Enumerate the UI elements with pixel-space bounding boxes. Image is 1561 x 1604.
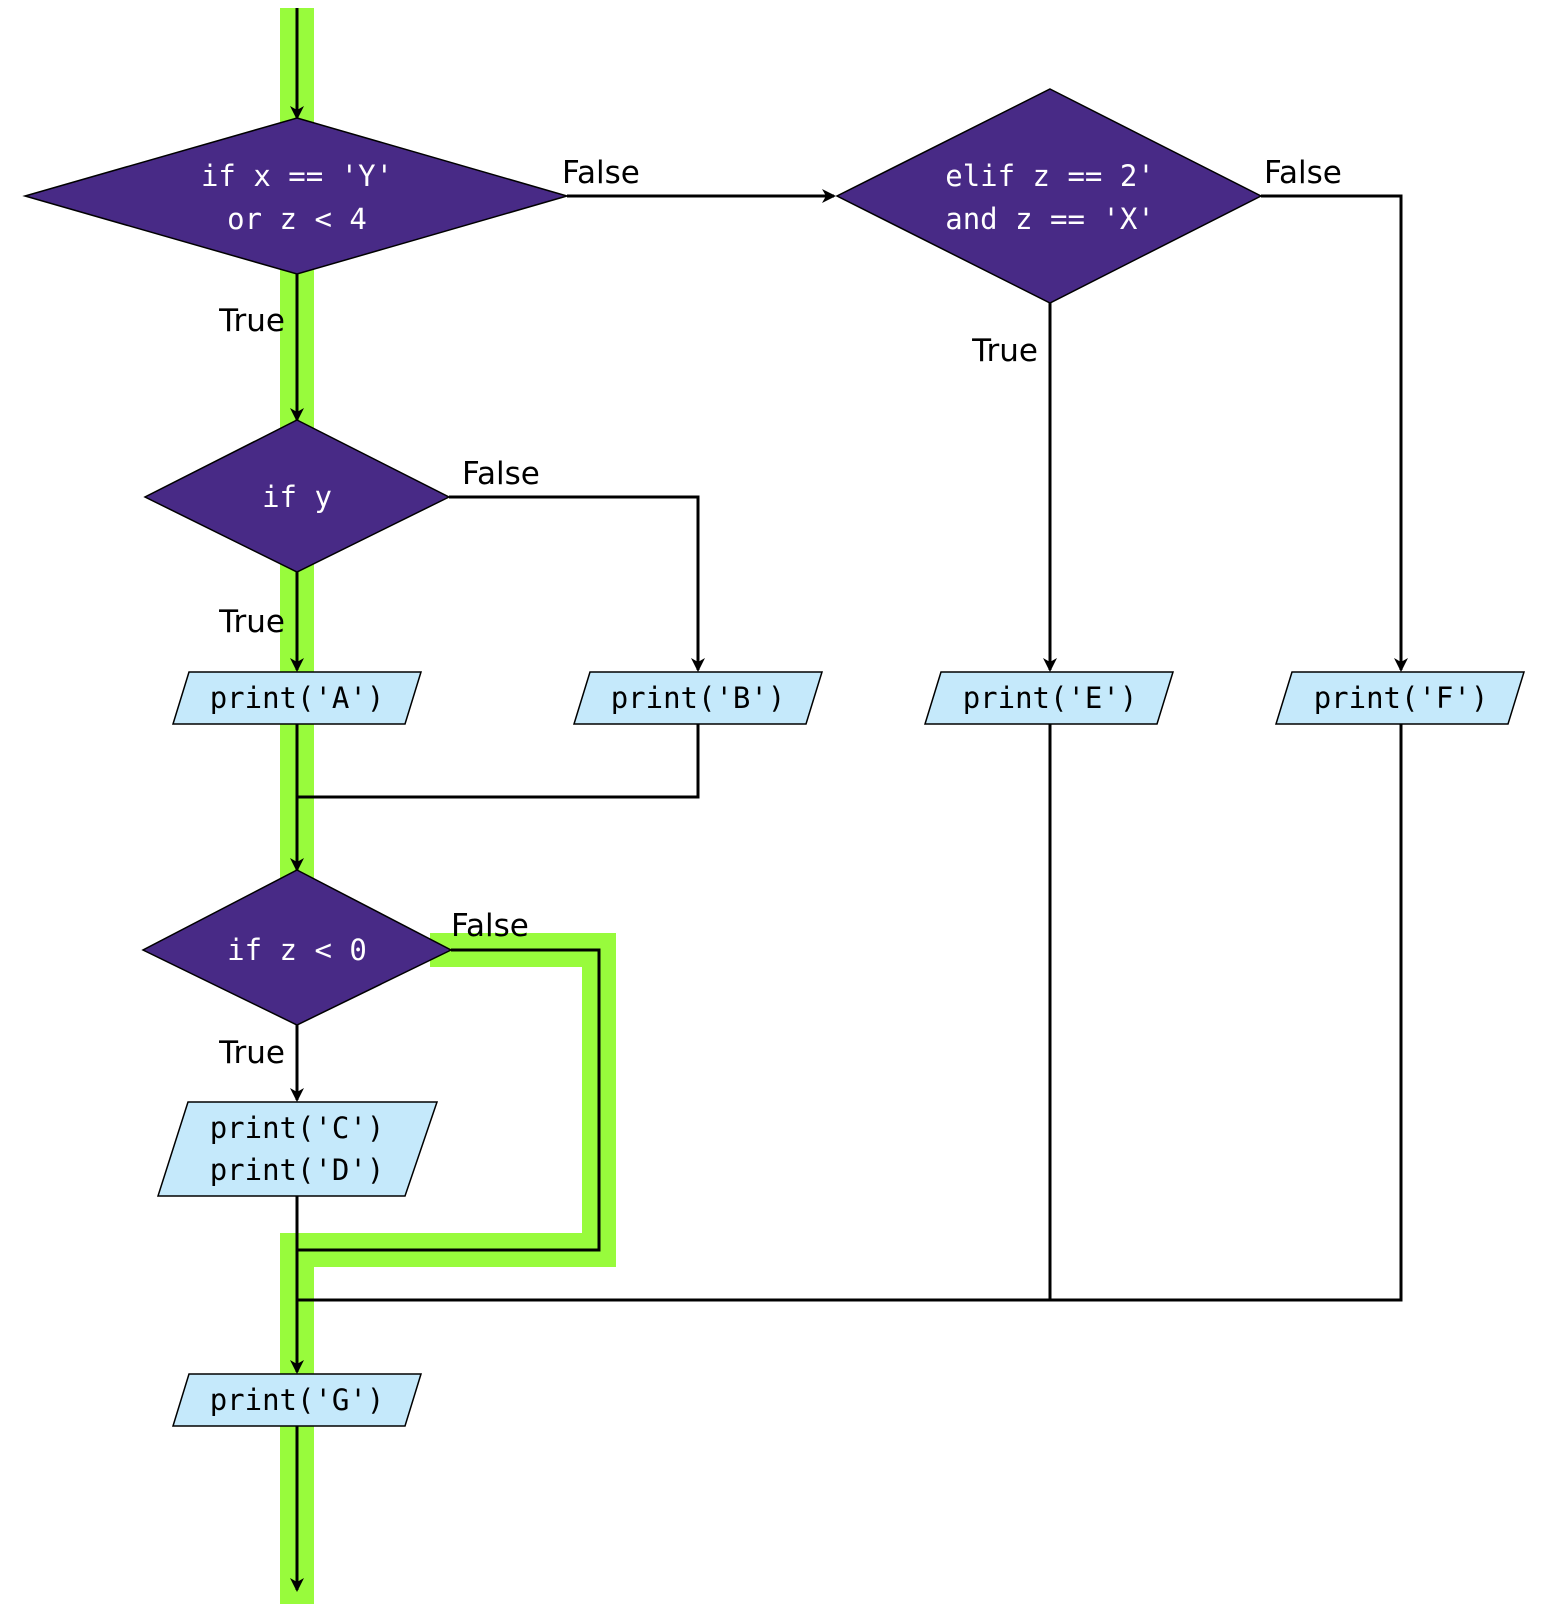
- label-d1-true: True: [218, 303, 285, 339]
- label-d2-false: False: [462, 456, 540, 492]
- decision-elif-z: elif z == 2' and z == 'X': [835, 88, 1263, 304]
- output-box: [1274, 671, 1526, 725]
- output-text: print('A'): [210, 681, 385, 715]
- output-print-g: print('G'): [171, 1373, 423, 1427]
- output-text-line1: print('C'): [210, 1111, 385, 1145]
- d2-false-arrow: [449, 495, 705, 672]
- decision-text-line2: and z == 'X': [945, 202, 1155, 236]
- decision-text-line2: or z < 4: [227, 202, 367, 236]
- decision-text-line1: if x == 'Y': [201, 159, 393, 193]
- decision-diamond: [141, 869, 453, 1026]
- output-box: [156, 1101, 439, 1197]
- decision-text-line1: if y: [262, 480, 332, 514]
- output-text: print('B'): [611, 681, 786, 715]
- d3-false-line: [297, 948, 601, 1252]
- output-print-f: print('F'): [1274, 671, 1526, 725]
- decision-if-y: if y: [143, 419, 451, 573]
- output-text: print('F'): [1314, 681, 1489, 715]
- label-d4-true: True: [971, 333, 1038, 369]
- label-d1-false: False: [562, 155, 640, 191]
- output-text-line2: print('D'): [210, 1153, 385, 1187]
- b-to-merge: [297, 724, 700, 799]
- output-print-b: print('B'): [572, 671, 824, 725]
- decision-diamond: [22, 117, 570, 275]
- output-box: [171, 1373, 423, 1427]
- highlight-false-loop: [280, 933, 616, 1604]
- output-print-e: print('E'): [923, 671, 1175, 725]
- d4-false-arrow: [1261, 194, 1408, 672]
- output-text: print('E'): [963, 681, 1138, 715]
- label-d4-false: False: [1264, 155, 1342, 191]
- output-box: [923, 671, 1175, 725]
- output-box: [572, 671, 824, 725]
- output-box: [171, 671, 423, 725]
- decision-diamond: [143, 419, 451, 573]
- decision-if-z-lt-0: if z < 0: [141, 869, 453, 1026]
- decision-text-line1: if z < 0: [227, 933, 367, 967]
- connectors: [290, 8, 1408, 1592]
- label-d2-true: True: [218, 604, 285, 640]
- label-d3-true: True: [218, 1035, 285, 1071]
- f-to-merge: [297, 724, 1403, 1302]
- decision-diamond: [835, 88, 1263, 304]
- edge-labels: False True False True False True False T…: [218, 155, 1342, 1071]
- label-d3-false: False: [451, 908, 529, 944]
- output-print-a: print('A'): [171, 671, 423, 725]
- decision-if-x-or-z: if x == 'Y' or z < 4: [22, 117, 570, 275]
- output-print-c-d: print('C') print('D'): [156, 1101, 439, 1197]
- decision-text-line1: elif z == 2': [945, 159, 1155, 193]
- output-text: print('G'): [210, 1383, 385, 1417]
